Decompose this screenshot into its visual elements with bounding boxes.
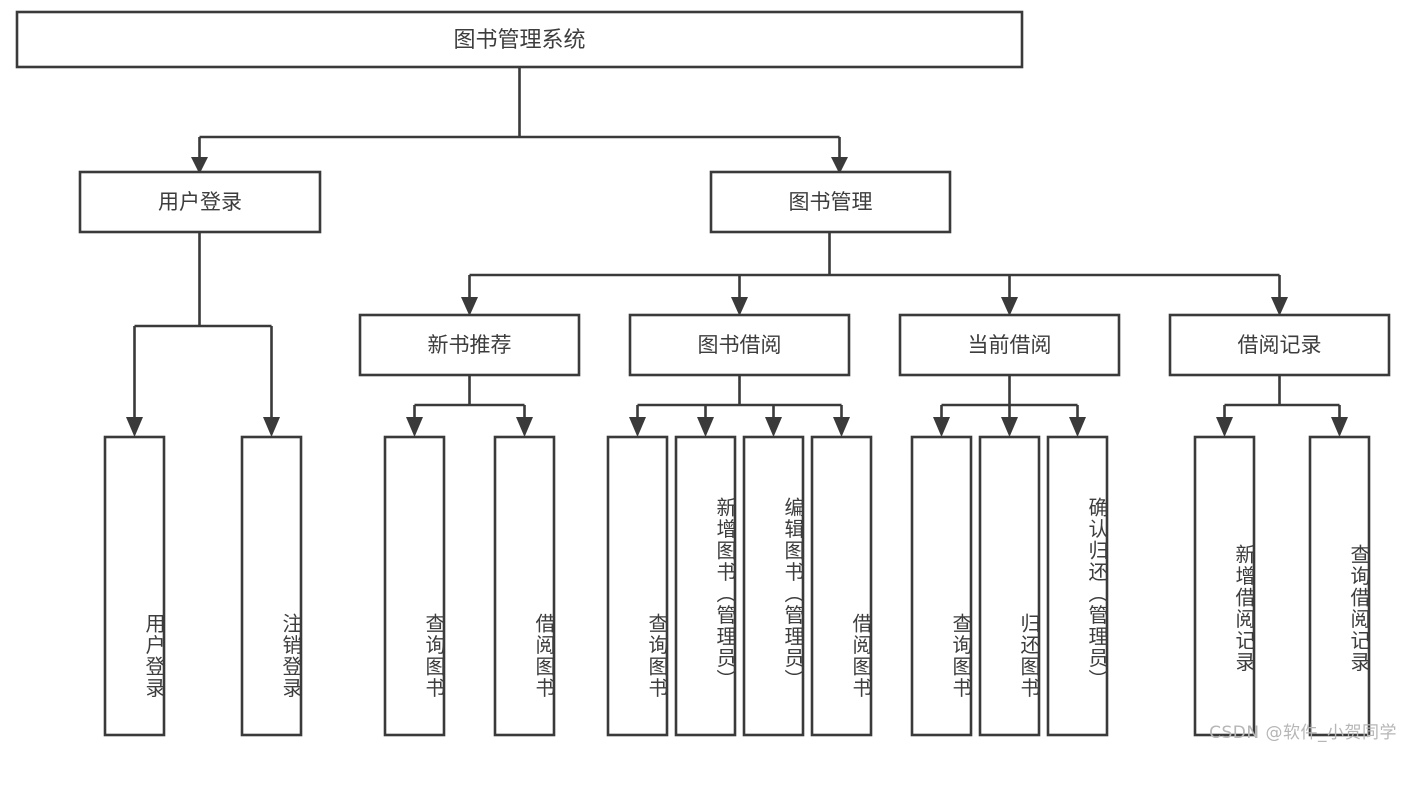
node-root-system[interactable]: 图书管理系统 xyxy=(15,10,1024,69)
leaf-box-bb-borrow-book[interactable] xyxy=(810,435,873,737)
leaf-box-cb-confirm-return[interactable] xyxy=(1046,435,1109,737)
connector-currentborrow-branch xyxy=(940,375,1079,418)
node-root-box xyxy=(15,10,1024,69)
connector-bookmanage-branch xyxy=(468,232,1281,298)
connector-group-bookmanage-to-level3 xyxy=(461,232,1288,316)
connector-group-userlogin-to-leaves xyxy=(126,232,280,437)
leaf-box-nb-query-book[interactable] xyxy=(383,435,446,737)
arrow-head-cb-confirm-return xyxy=(1069,417,1086,437)
node-user-login-label: 用户登录 xyxy=(158,190,242,214)
node-new-book-recommend-label: 新书推荐 xyxy=(428,333,512,357)
arrow-head-cb-return-book xyxy=(1001,417,1018,437)
arrow-head-new-book xyxy=(461,297,478,316)
connector-group-bookborrow-to-leaves xyxy=(629,375,850,437)
arrow-head-bb-add-book xyxy=(697,417,714,437)
connector-borrowrecord-branch xyxy=(1223,375,1341,418)
flowchart-canvas: 图书管理系统 用户登录 图书管理 新书推荐 图书借阅 当前借阅 借阅记录 xyxy=(15,10,1391,737)
arrow-head-book-borrow xyxy=(731,297,748,316)
leaf-box-br-add-record[interactable] xyxy=(1193,435,1256,737)
arrow-head-bb-query-book xyxy=(629,417,646,437)
arrow-head-cb-query-book xyxy=(933,417,950,437)
node-book-borrow[interactable]: 图书借阅 xyxy=(628,313,851,377)
arrow-head-user-login xyxy=(191,157,208,174)
node-new-book-recommend-box xyxy=(358,313,581,377)
node-book-borrow-box xyxy=(628,313,851,377)
node-book-manage[interactable]: 图书管理 xyxy=(709,170,952,234)
connector-userlogin-branch xyxy=(133,232,273,418)
arrow-head-bb-borrow-book xyxy=(833,417,850,437)
arrow-head-borrow-record xyxy=(1271,297,1288,316)
node-current-borrow-box xyxy=(898,313,1121,377)
node-borrow-record[interactable]: 借阅记录 xyxy=(1168,313,1391,377)
arrow-head-br-query-record xyxy=(1331,417,1348,437)
flowchart-diagram: 图书管理系统 用户登录 图书管理 新书推荐 图书借阅 当前借阅 借阅记录 xyxy=(15,10,1397,743)
connector-newbook-branch xyxy=(413,375,526,418)
csdn-watermark: CSDN @软件_小贺同学 xyxy=(1209,723,1397,743)
connector-bookborrow-branch xyxy=(636,375,843,418)
connector-group-borrowrecord-to-leaves xyxy=(1216,375,1348,437)
connector-root-branch xyxy=(198,67,841,158)
leaf-box-cb-return-book[interactable] xyxy=(978,435,1041,737)
leaf-boxes-group xyxy=(103,435,1371,737)
leaf-box-nb-borrow-book[interactable] xyxy=(493,435,556,737)
leaf-box-bb-add-book[interactable] xyxy=(674,435,737,737)
node-current-borrow[interactable]: 当前借阅 xyxy=(898,313,1121,377)
node-borrow-record-box xyxy=(1168,313,1391,377)
arrow-head-current-borrow xyxy=(1001,297,1018,316)
arrow-head-br-add-record xyxy=(1216,417,1233,437)
node-book-borrow-label: 图书借阅 xyxy=(698,333,782,357)
arrow-head-nb-query-book xyxy=(406,417,423,437)
arrow-head-nb-borrow-book xyxy=(516,417,533,437)
leaf-box-bb-query-book[interactable] xyxy=(606,435,669,737)
node-user-login-box xyxy=(78,170,322,234)
arrow-head-book-manage xyxy=(831,157,848,174)
arrow-head-leaf-user-login xyxy=(126,417,143,437)
connector-group-root-to-level2 xyxy=(191,67,848,174)
node-book-manage-label: 图书管理 xyxy=(789,190,873,214)
leaf-box-user-login[interactable] xyxy=(103,435,166,737)
node-borrow-record-label: 借阅记录 xyxy=(1238,333,1322,357)
arrow-head-bb-edit-book xyxy=(765,417,782,437)
connector-group-currentborrow-to-leaves xyxy=(933,375,1086,437)
leaf-box-br-query-record[interactable] xyxy=(1308,435,1371,737)
node-book-manage-box xyxy=(709,170,952,234)
node-root-label: 图书管理系统 xyxy=(453,28,585,53)
leaf-box-bb-edit-book[interactable] xyxy=(742,435,805,737)
node-current-borrow-label: 当前借阅 xyxy=(968,333,1052,357)
connector-group-newbook-to-leaves xyxy=(406,375,533,437)
arrow-head-leaf-logout xyxy=(263,417,280,437)
node-new-book-recommend[interactable]: 新书推荐 xyxy=(358,313,581,377)
leaf-box-cb-query-book[interactable] xyxy=(910,435,973,737)
leaf-box-logout[interactable] xyxy=(240,435,303,737)
node-user-login[interactable]: 用户登录 xyxy=(78,170,322,234)
